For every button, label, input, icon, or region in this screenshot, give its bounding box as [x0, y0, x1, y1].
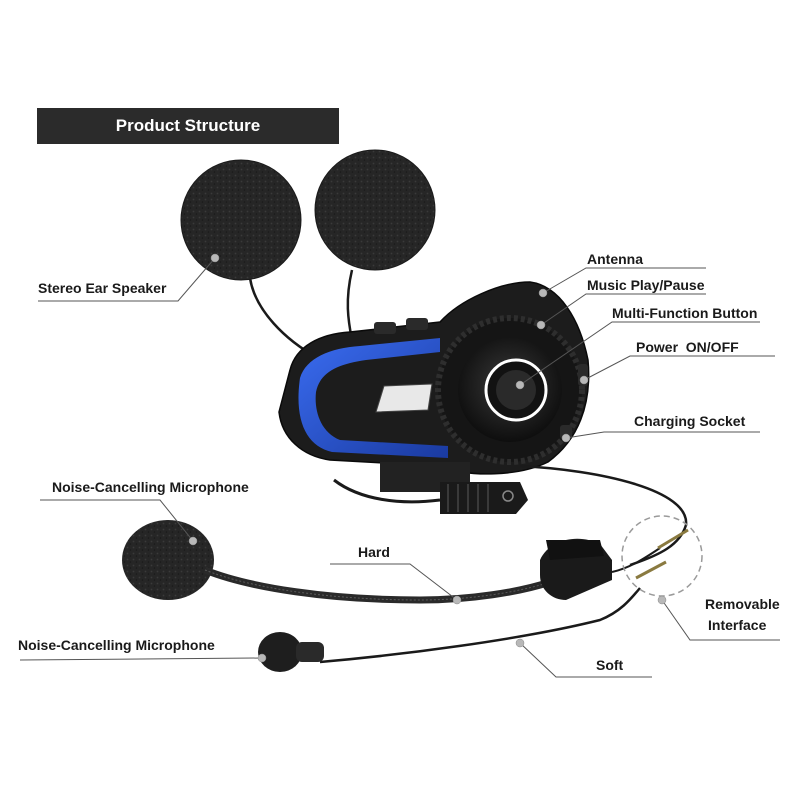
leader-stereo-ear-speaker — [38, 257, 216, 302]
label-power-on-off: Power ON/OFF — [636, 339, 739, 355]
leader-power — [583, 355, 775, 381]
label-soft: Soft — [596, 657, 624, 673]
product-structure-banner: Product Structure — [37, 108, 339, 144]
dot-music-play-pause — [536, 320, 546, 330]
removable-interface-highlight — [621, 515, 703, 597]
label-noise-cancelling-microphone-wired: Noise-Cancelling Microphone — [18, 637, 215, 653]
leader-charging-socket — [565, 431, 760, 439]
boom-mic-clip — [546, 540, 604, 560]
boom-mic-gooseneck-highlight — [204, 569, 551, 601]
boom-cable-to-interface — [611, 547, 661, 573]
leader-antenna — [542, 267, 706, 294]
label-antenna: Antenna — [587, 251, 643, 267]
label-interface: Interface — [708, 617, 767, 633]
left-ear-speaker — [180, 159, 302, 281]
dot-multi-function — [515, 380, 525, 390]
long-cable-back — [333, 478, 441, 504]
top-button-right — [406, 318, 428, 330]
anchor-dots — [188, 253, 667, 663]
dot-power — [579, 375, 589, 385]
leader-lines — [19, 257, 780, 678]
dot-boom-mic — [188, 536, 198, 546]
top-button-left — [374, 322, 396, 334]
interface-plug-upper — [657, 528, 689, 550]
interface-plug-lower — [635, 560, 667, 580]
label-removable: Removable — [705, 596, 780, 612]
dot-hard — [452, 595, 462, 605]
leader-removable — [661, 599, 780, 641]
dot-charging-socket — [561, 433, 571, 443]
wired-mic-capsule — [258, 632, 302, 672]
wired-mic-cable — [319, 587, 641, 664]
cable-to-interface — [519, 464, 688, 567]
dot-antenna — [538, 288, 548, 298]
boom-mic-gooseneck — [203, 566, 552, 604]
banner-title: Product Structure — [115, 116, 261, 135]
dot-soft — [515, 638, 525, 648]
connector-block — [440, 482, 528, 514]
dot-stereo-ear-speaker — [210, 253, 220, 263]
label-noise-cancelling-microphone-boom: Noise-Cancelling Microphone — [52, 479, 249, 495]
label-music-play-pause: Music Play/Pause — [587, 277, 705, 293]
knob-center — [496, 370, 536, 410]
wired-mic-housing — [296, 642, 324, 662]
label-stereo-ear-speaker: Stereo Ear Speaker — [38, 280, 167, 296]
right-speaker-cable — [346, 269, 354, 341]
leader-multi-function — [519, 321, 760, 386]
leader-boom-mic — [40, 499, 194, 542]
dot-wired-mic — [257, 653, 267, 663]
leader-wired-mic — [19, 657, 263, 661]
power-symbol-on-connector — [502, 490, 514, 502]
intercom-unit — [278, 281, 590, 514]
front-window — [375, 383, 433, 413]
boom-mic-foam — [122, 520, 214, 600]
label-charging-socket: Charging Socket — [634, 413, 746, 429]
leader-music-play-pause — [540, 293, 706, 326]
label-hard: Hard — [358, 544, 390, 560]
dot-removable — [657, 595, 667, 605]
label-multi-function-button: Multi-Function Button — [612, 305, 757, 321]
blue-accent-trim — [298, 338, 448, 458]
leader-soft — [519, 642, 652, 678]
connector-ribs — [447, 484, 489, 512]
right-ear-speaker — [314, 149, 436, 271]
leader-hard — [330, 563, 458, 601]
